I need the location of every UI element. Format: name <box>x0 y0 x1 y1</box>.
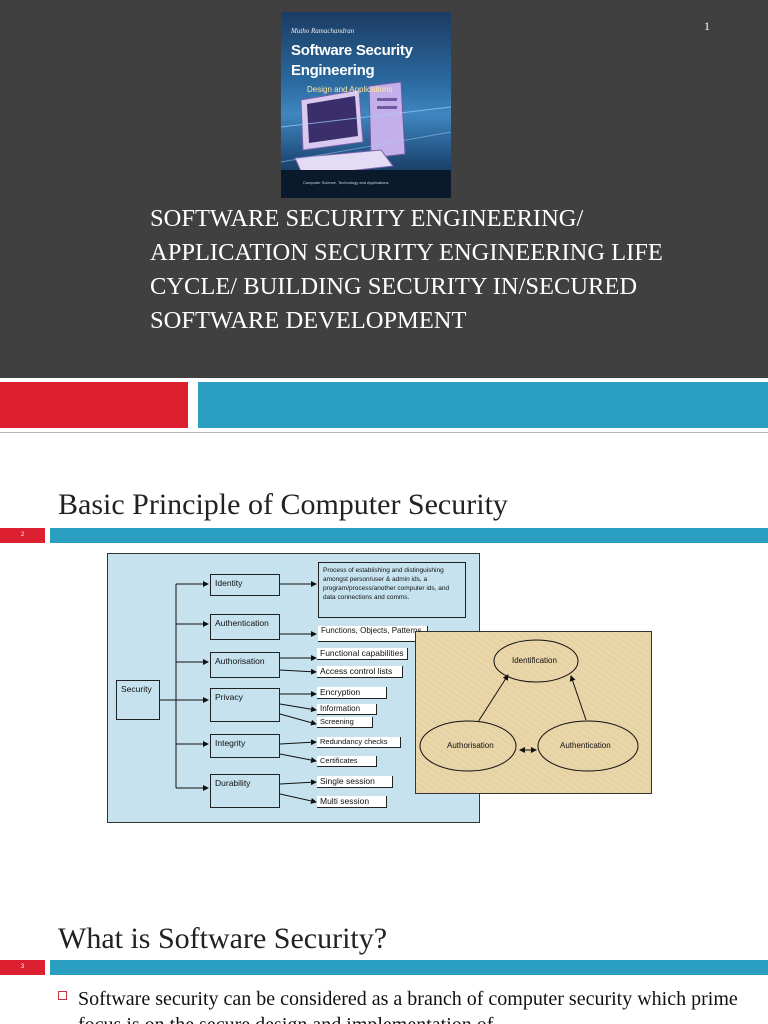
detail-functions-objects: Functions, Objects, Patterns <box>318 626 428 642</box>
detail-information: Information <box>317 704 377 715</box>
slide-3-bullet-text: Software security can be considered as a… <box>78 988 738 1024</box>
ellipse-authentication <box>537 720 639 772</box>
slide-2-title: Basic Principle of Computer Security <box>58 488 508 521</box>
slide-2-accent-bar <box>50 528 768 543</box>
computer-illustration <box>281 81 451 177</box>
book-cover-image: Mutho Ramachandran Software Security Eng… <box>281 12 451 198</box>
detail-redundancy-checks: Redundancy checks <box>317 737 401 748</box>
identity-note: Process of establishing and distinguishi… <box>318 562 466 618</box>
security-root-node: Security <box>116 680 160 720</box>
slide-divider <box>0 432 768 433</box>
cycle-authentication-label: Authentication <box>560 741 611 750</box>
cover-author: Mutho Ramachandran <box>291 27 355 35</box>
slide-2-number-bar: 2 <box>0 528 45 543</box>
bullet-square-icon <box>58 991 67 1000</box>
node-durability: Durability <box>210 774 280 808</box>
cover-series: Computer Science, Technology and Applica… <box>303 180 389 185</box>
page-number: 1 <box>704 19 710 33</box>
slide-1: 1 Mutho Ramachandran Software Security E… <box>0 0 768 378</box>
cycle-identification-label: Identification <box>512 656 557 665</box>
node-authentication: Authentication <box>210 614 280 640</box>
detail-screening: Screening <box>317 717 373 728</box>
accent-bar-blue <box>198 382 768 428</box>
detail-single-session: Single session <box>317 776 393 788</box>
cover-title-line1: Software Security <box>291 42 413 59</box>
detail-access-control-lists: Access control lists <box>317 666 403 678</box>
cycle-authorisation-label: Authorisation <box>447 741 494 750</box>
ellipse-identification <box>493 639 579 683</box>
slide-3-accent-bar <box>50 960 768 975</box>
accent-bar-red <box>0 382 188 428</box>
security-cycle-diagram: Identification Authorisation Authenticat… <box>415 631 652 794</box>
ellipse-authorisation <box>419 720 517 772</box>
diagram-connectors <box>160 581 317 804</box>
node-authorisation: Authorisation <box>210 652 280 678</box>
node-identity: Identity <box>210 574 280 596</box>
node-integrity: Integrity <box>210 734 280 758</box>
cycle-connectors <box>419 639 639 772</box>
detail-certificates: Certificates <box>317 756 377 767</box>
cover-subtitle: Design and Applications <box>307 85 393 94</box>
node-privacy: Privacy <box>210 688 280 722</box>
slide-1-title: SOFTWARE SECURITY ENGINEERING/ APPLICATI… <box>150 205 663 334</box>
slide-3-number-bar: 3 <box>0 960 45 975</box>
detail-multi-session: Multi session <box>317 796 387 808</box>
cover-title-line2: Engineering <box>291 62 375 79</box>
detail-functional-capabilities: Functional capabilities <box>317 648 408 660</box>
slide-3-title: What is Software Security? <box>58 922 388 955</box>
cover-series-strip: Computer Science, Technology and Applica… <box>281 170 451 198</box>
detail-encryption: Encryption <box>317 687 387 699</box>
